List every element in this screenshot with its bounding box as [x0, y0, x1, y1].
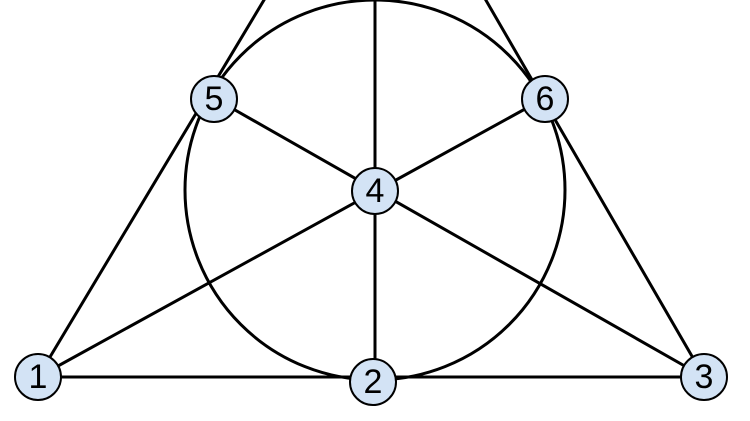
- node-1-label: 1: [29, 358, 48, 396]
- node-3-label: 3: [695, 358, 714, 396]
- edge-1-5-apex: [36, 0, 266, 379]
- node-4: 4: [351, 167, 399, 215]
- node-2: 2: [349, 358, 397, 406]
- edge-1-4-6: [36, 96, 547, 379]
- node-6-label: 6: [536, 80, 555, 118]
- node-5: 5: [190, 75, 238, 123]
- node-5-label: 5: [205, 80, 224, 118]
- edge-3-4-5: [212, 96, 706, 379]
- node-1: 1: [14, 353, 62, 401]
- node-6: 6: [521, 75, 569, 123]
- node-3: 3: [680, 353, 728, 401]
- node-2-label: 2: [364, 363, 383, 401]
- node-4-label: 4: [366, 172, 385, 210]
- edge-3-6-apex: [484, 0, 706, 379]
